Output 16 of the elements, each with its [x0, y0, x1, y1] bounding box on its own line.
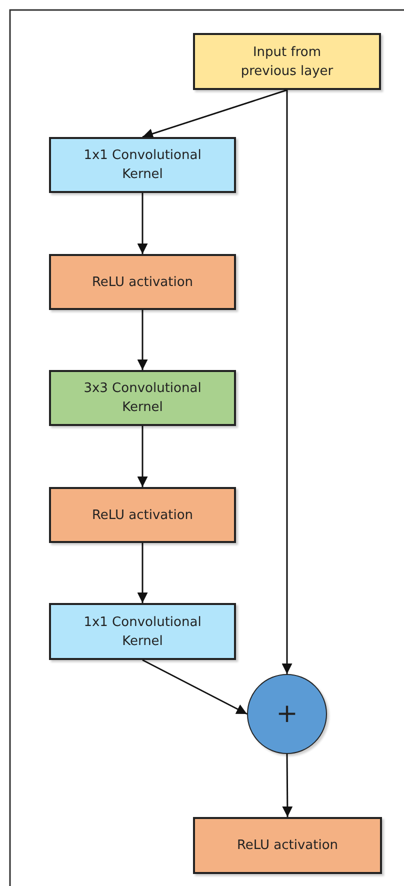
activation-box: ReLU activation: [49, 254, 236, 310]
arrow: [142, 89, 288, 139]
sum-circle: +: [247, 674, 327, 754]
activation-box: ReLU activation: [193, 817, 382, 874]
arrow: [282, 90, 292, 674]
convolution-box: 3x3 Convolutional Kernel: [49, 370, 236, 426]
arrow: [137, 193, 148, 254]
convolution-box: 1x1 Convolutional Kernel: [49, 603, 236, 660]
arrow: [142, 659, 248, 715]
activation-box: ReLU activation: [49, 487, 236, 543]
arrow: [137, 310, 148, 370]
arrow: [282, 754, 293, 817]
arrow: [137, 426, 148, 487]
input-box: Input from previous layer: [193, 33, 381, 90]
arrow: [137, 543, 148, 603]
convolution-box: 1x1 Convolutional Kernel: [49, 137, 236, 193]
